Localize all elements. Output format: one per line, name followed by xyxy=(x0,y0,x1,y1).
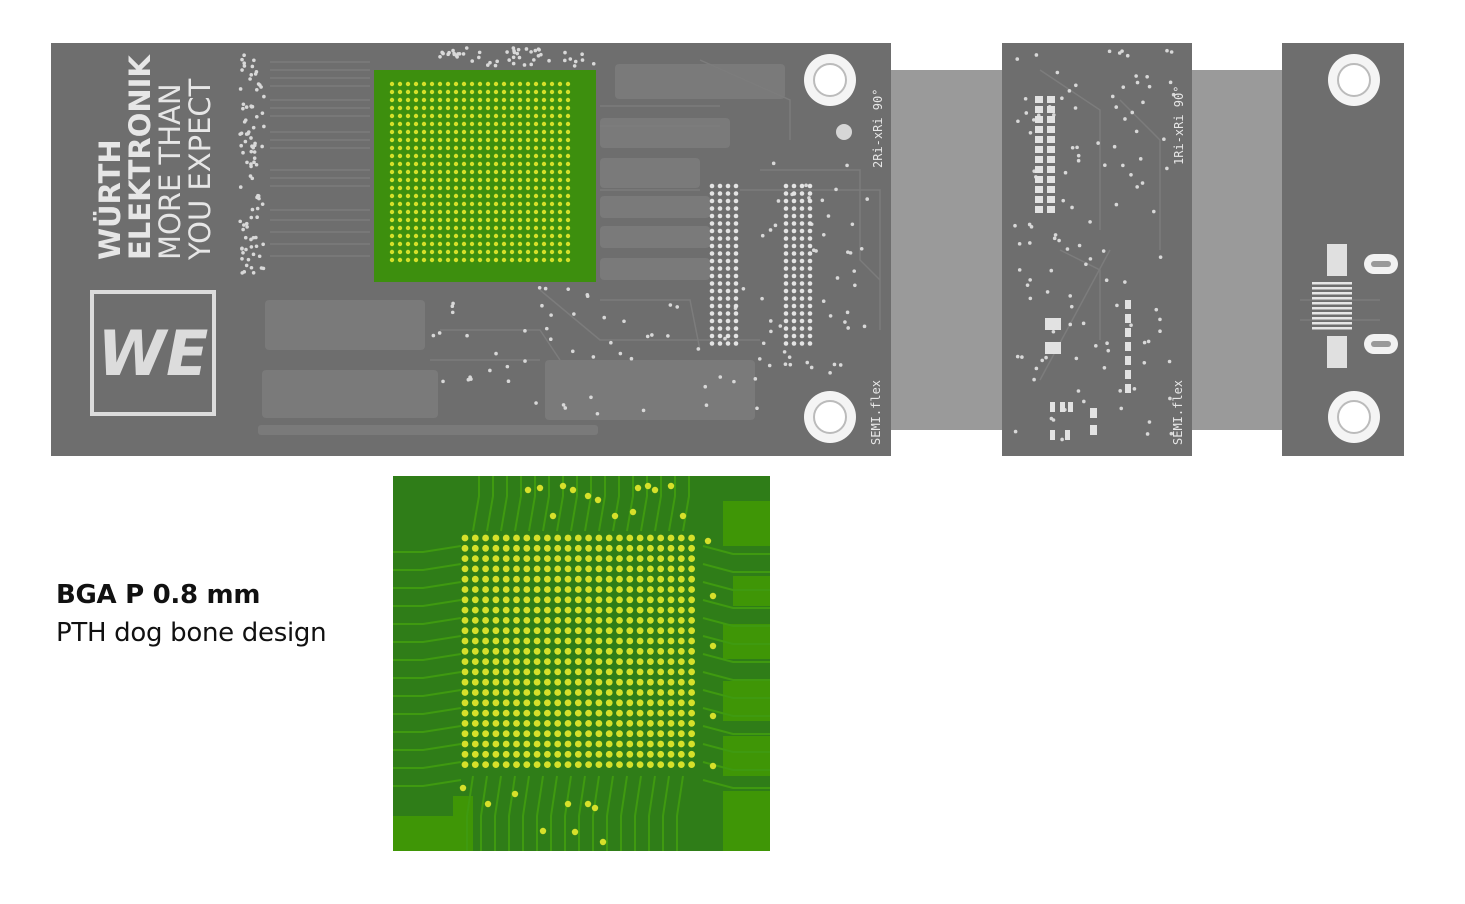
tagline-line-2: YOU EXPECT xyxy=(183,78,217,261)
caption-title: BGA P 0.8 mm xyxy=(56,580,260,610)
pcb-board-illustration: WE WÜRTH ELEKTRONIK MORE THAN YOU EXPECT… xyxy=(0,0,1465,470)
rigid-section-middle xyxy=(1002,43,1192,456)
tagline-line-1: MORE THAN xyxy=(153,83,187,260)
bga-zoom-detail xyxy=(393,476,770,851)
brand-line-2: ELEKTRONIK xyxy=(123,54,157,260)
label-semi-flex-left: SEMI.flex xyxy=(869,380,883,445)
label-2ri-xri: 2Ri-xRi 90° xyxy=(871,89,885,168)
label-semi-flex-right: SEMI.flex xyxy=(1171,380,1185,445)
bga-pads xyxy=(390,82,570,262)
logo-letters: WE xyxy=(98,317,209,390)
label-1ri-xri: 1Ri-xRi 90° xyxy=(1172,86,1186,165)
brand-line-1: WÜRTH xyxy=(93,139,127,260)
flex-section-right xyxy=(1192,70,1282,430)
caption-subtitle: PTH dog bone design xyxy=(56,618,326,648)
flex-section-left xyxy=(891,70,1002,430)
